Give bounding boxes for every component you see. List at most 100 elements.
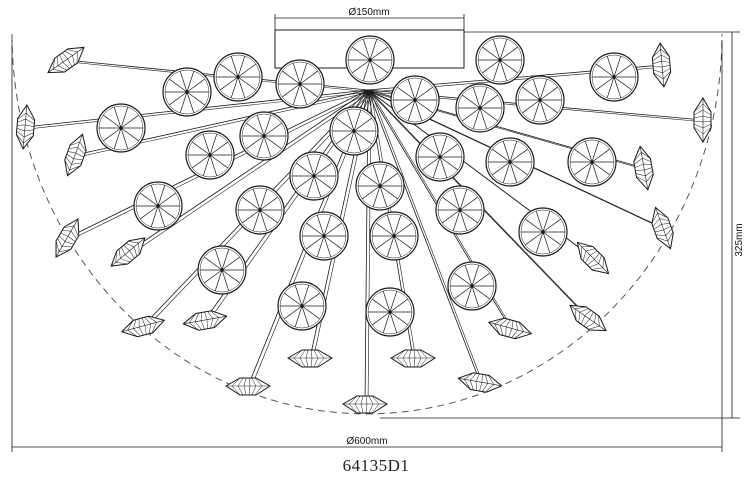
shade-facet	[505, 326, 507, 337]
shade-facet	[248, 385, 251, 396]
shade-facet	[67, 49, 78, 53]
shade-facet	[360, 395, 364, 405]
disc-spoke	[346, 109, 355, 132]
disc-spoke	[491, 148, 511, 163]
crystal-disc	[369, 211, 419, 261]
disc-spoke	[613, 76, 633, 91]
shade-facet	[702, 109, 712, 116]
disc-spoke	[371, 298, 391, 313]
disc-center	[541, 230, 545, 234]
shade-midline	[55, 218, 79, 258]
shade-facet	[138, 242, 140, 255]
disc-spoke	[471, 264, 480, 287]
shade-facet	[494, 323, 501, 335]
disc-spoke	[221, 269, 230, 292]
disc-spoke	[382, 311, 391, 334]
crystal-disc	[235, 185, 285, 235]
shade-midline	[659, 43, 665, 87]
disc-spoke	[521, 86, 541, 101]
top-dimension: Ø150mm	[274, 7, 465, 30]
shade-facet	[129, 250, 135, 259]
shade-facet	[368, 395, 374, 405]
shade-facet	[310, 349, 313, 359]
disc-spoke	[539, 78, 548, 101]
shade-facet	[133, 319, 137, 329]
disc-center	[612, 75, 616, 79]
shade-facet	[144, 325, 147, 335]
shade-facet	[189, 313, 196, 323]
shade-facet	[237, 377, 244, 387]
disc-center	[119, 126, 123, 130]
crystal-shade	[55, 218, 80, 258]
shade-facet	[408, 349, 412, 359]
shade-facet	[660, 48, 670, 57]
shade-facet	[419, 349, 428, 359]
disc-center	[438, 155, 442, 159]
shade-midline	[22, 105, 28, 149]
disc-spoke	[509, 161, 518, 184]
disc-spoke	[584, 140, 593, 163]
shade-facet	[254, 377, 263, 387]
shade-outline	[651, 42, 672, 88]
shade-facet	[574, 308, 577, 321]
shade-facet	[663, 225, 671, 231]
shade-facet	[72, 55, 75, 66]
disc-spoke	[157, 205, 166, 228]
shade-facet	[469, 373, 477, 381]
shade-facet	[654, 229, 664, 233]
disc-spoke	[439, 156, 448, 179]
disc-spoke	[535, 231, 544, 254]
shade-facet	[194, 312, 199, 322]
disc-spoke	[186, 91, 195, 114]
crystal-disc	[289, 151, 339, 201]
shade-facet	[702, 126, 712, 135]
crystal-disc	[355, 161, 405, 211]
shade-facet	[206, 319, 208, 329]
disc-spoke	[461, 94, 481, 109]
disc-spoke	[375, 235, 395, 250]
disc-spoke	[102, 114, 122, 129]
shade-midline	[569, 305, 607, 331]
disc-spoke	[414, 78, 423, 101]
arm-rod-edge	[130, 91, 372, 255]
shade-facet	[68, 147, 78, 149]
shade-facet	[115, 262, 128, 265]
disc-spoke	[219, 63, 239, 78]
disc-spoke	[539, 99, 548, 122]
shade-facet	[75, 152, 84, 158]
shade-facet	[64, 159, 70, 171]
disc-spoke	[502, 140, 511, 163]
crystal-shade	[120, 315, 166, 338]
disc-spoke	[372, 164, 381, 187]
disc-spoke	[441, 196, 461, 211]
shade-facet	[16, 134, 24, 144]
shade-facet	[123, 245, 130, 251]
disc-spoke	[323, 222, 343, 237]
disc-spoke	[259, 188, 268, 211]
disc-spoke	[301, 292, 321, 307]
crystal-disc	[365, 287, 415, 337]
shade-facet	[57, 238, 63, 247]
shade-facet	[73, 158, 83, 161]
shade-facet	[73, 225, 79, 237]
disc-spoke	[471, 285, 480, 308]
shade-facet	[469, 380, 474, 391]
shade-facet	[657, 212, 668, 218]
disc-spoke	[245, 135, 265, 150]
shade-facet	[655, 234, 666, 236]
shade-facet	[365, 403, 368, 414]
shade-facet	[653, 69, 663, 74]
shade-facet	[585, 322, 595, 328]
crystal-shade	[457, 372, 503, 393]
crystal-disc	[133, 181, 183, 231]
right-dimension: 325mm	[380, 31, 745, 419]
shade-facet	[25, 124, 35, 128]
bottom-dimension-label: Ø600mm	[346, 436, 387, 447]
disc-spoke	[241, 209, 261, 224]
shade-facet	[65, 156, 72, 165]
disc-center	[388, 310, 392, 314]
crystal-disc	[475, 35, 525, 85]
disc-spoke	[532, 78, 541, 101]
disc-spoke	[542, 231, 562, 246]
